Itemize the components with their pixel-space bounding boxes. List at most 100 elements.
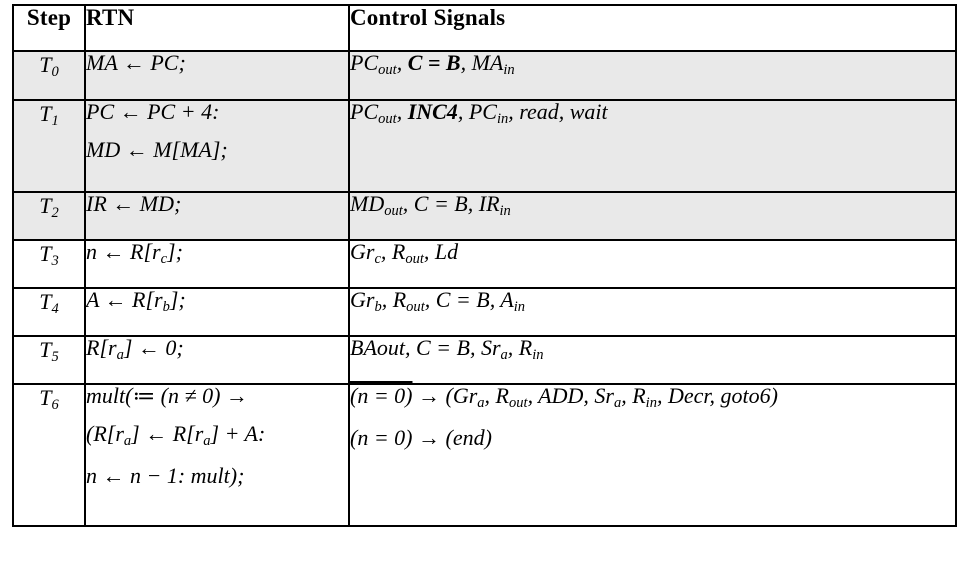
subscript: a [203, 433, 211, 450]
control-signals-cell-t0: PCout, C = B, MAin [348, 50, 957, 101]
step-label: T [39, 337, 52, 362]
rtn-cell-t4: A ← R[rb]; [84, 287, 350, 337]
text-segment: A ← R[r [86, 287, 163, 312]
text-segment: , C = B, A [424, 287, 514, 312]
text-segment: , R [484, 383, 509, 408]
step-index: 6 [51, 397, 59, 414]
control-line: (n = 0) → (Gra, Rout, ADD, Sra, Rin, Dec… [350, 385, 955, 427]
subscript: a [116, 347, 124, 364]
rtn-line: MA ← PC; [86, 52, 348, 74]
subscript: a [477, 395, 485, 412]
subscript: out [405, 251, 424, 268]
emphasized-signal: INC4 [407, 99, 458, 124]
control-signals-cell-t4: Grb, Rout, C = B, Ain [348, 287, 957, 337]
subscript: in [503, 62, 515, 79]
text-segment: Gr [350, 287, 375, 312]
emphasized-signal: C = B [407, 50, 461, 75]
column-header-control-signals: Control Signals [348, 4, 957, 52]
subscript: out [406, 299, 425, 316]
step-label: T [39, 385, 52, 410]
text-segment: ] + A: [210, 421, 266, 446]
subscript: c [374, 251, 381, 268]
rtn-line: mult(≔ (n ≠ 0) → [86, 385, 348, 423]
text-segment: ]; [167, 239, 183, 264]
control-signals-cell-t3: Grc, Rout, Ld [348, 239, 957, 289]
rtn-cell-t1: PC ← PC + 4: MD ← M[MA]; [84, 99, 350, 193]
text-segment: , C = B, IR [402, 191, 500, 216]
text-segment: , [396, 99, 408, 124]
text-segment: , Ld [423, 239, 459, 264]
rtn-line: IR ← MD; [86, 193, 348, 215]
step-cell-t3: T3 [12, 239, 86, 289]
step-index: 5 [51, 349, 59, 366]
rtn-line: n ← R[rc]; [86, 241, 348, 267]
subscript: in [532, 347, 544, 364]
text-segment: PC [350, 99, 379, 124]
step-cell-t4: T4 [12, 287, 86, 337]
subscript: out [384, 203, 403, 220]
control-signals-cell-t1: PCout, INC4, PCin, read, wait [348, 99, 957, 193]
step-label: T [39, 101, 52, 126]
text-segment: → (Gr [412, 383, 478, 408]
text-segment: ]; [169, 287, 186, 312]
rtn-cell-t3: n ← R[rc]; [84, 239, 350, 289]
text-segment: IR ← MD; [86, 191, 182, 216]
rtn-cell-t0: MA ← PC; [84, 50, 350, 101]
text-segment: , R [381, 287, 407, 312]
step-index: 2 [51, 205, 59, 222]
subscript: c [160, 251, 168, 268]
text-segment: Gr [350, 239, 375, 264]
step-cell-t1: T1 [12, 99, 86, 193]
text-segment: ] ← R[r [131, 421, 204, 446]
text-segment: , R [507, 335, 533, 360]
rtn-line: R[ra] ← 0; [86, 337, 348, 363]
rtn-line: PC ← PC + 4: [86, 101, 348, 139]
step-index: 3 [51, 253, 59, 270]
text-segment: n ← n − 1: mult); [86, 462, 245, 488]
control-line: BAout, C = B, Sra, Rin [350, 337, 955, 363]
subscript: a [500, 347, 508, 364]
rtn-line: A ← R[rb]; [86, 289, 348, 315]
step-index: 0 [51, 64, 59, 81]
rtn-line: MD ← M[MA]; [86, 139, 348, 161]
text-segment: , read, wait [508, 99, 608, 124]
text-segment: , [396, 50, 408, 75]
control-signals-cell-t6: (n = 0) → (Gra, Rout, ADD, Sra, Rin, Dec… [348, 383, 957, 527]
rtn-line: (R[ra] ← R[ra] + A: [86, 423, 348, 465]
text-segment: PC ← PC + 4: [86, 99, 220, 124]
step-cell-t2: T2 [12, 191, 86, 241]
control-line: MDout, C = B, IRin [350, 193, 955, 219]
text-segment: (R[r [86, 421, 124, 446]
subscript: a [613, 395, 622, 412]
control-line: Grb, Rout, C = B, Ain [350, 289, 955, 315]
rtn-line: n ← n − 1: mult); [86, 462, 348, 488]
text-segment: R[r [86, 335, 117, 360]
step-label: T [39, 289, 52, 314]
step-label: T [39, 193, 52, 218]
subscript: in [496, 111, 509, 128]
text-segment: MD ← M[MA]; [86, 137, 228, 162]
text-segment: mult(≔ (n ≠ 0) → [86, 383, 248, 408]
text-segment: n ← R[r [86, 239, 161, 264]
text-segment: , Decr, goto6) [656, 383, 778, 408]
table-header: Step RTN Control Signals [12, 4, 957, 52]
negated-condition: (n = 0) [350, 383, 413, 408]
subscript: in [645, 395, 657, 412]
column-header-step: Step [12, 4, 86, 52]
text-segment: BAout, C = B, Sr [350, 335, 501, 360]
text-segment: , R [621, 383, 646, 408]
control-line: PCout, INC4, PCin, read, wait [350, 101, 955, 127]
text-segment: (n = 0) → (end) [350, 424, 492, 450]
text-segment: ] ← 0; [123, 335, 184, 360]
rtn-cell-t2: IR ← MD; [84, 191, 350, 241]
subscript: out [509, 395, 528, 412]
